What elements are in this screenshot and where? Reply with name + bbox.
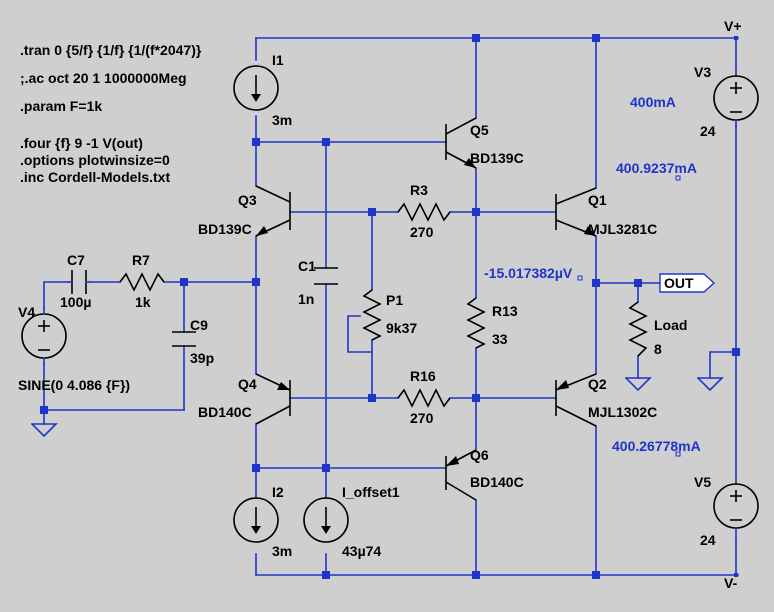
i2-value: 3m <box>272 543 292 559</box>
transistor-q3[interactable] <box>255 185 291 237</box>
c7-value: 100µ <box>60 294 91 310</box>
q2-current-readout: 400.26778mA <box>612 438 701 454</box>
directive-param: .param F=1k <box>20 98 102 114</box>
svg-text:OUT: OUT <box>664 275 694 291</box>
r3-label: R3 <box>410 182 428 198</box>
resistor-r16[interactable] <box>397 388 451 408</box>
current-probe-marker <box>675 175 681 181</box>
c9-label: C9 <box>190 317 208 333</box>
q1-current-readout: 400.9237mA <box>616 160 697 176</box>
current-source-i1[interactable] <box>233 65 279 111</box>
resistor-load[interactable] <box>628 301 648 357</box>
q5-label: Q5 <box>470 122 489 138</box>
q5-model: BD139C <box>470 150 524 166</box>
v4-label: V4 <box>18 304 35 320</box>
current-source-i2[interactable] <box>233 497 279 543</box>
r3-value: 270 <box>410 224 434 240</box>
capacitor-c7[interactable] <box>67 270 91 294</box>
current-source-i-offset1[interactable] <box>303 497 349 543</box>
capacitor-c1[interactable] <box>314 267 338 285</box>
c9-value: 39p <box>190 350 214 366</box>
resistor-r7[interactable] <box>119 272 165 292</box>
directive-include: .inc Cordell-Models.txt <box>20 169 170 185</box>
vplus-label: V+ <box>724 18 742 34</box>
q3-label: Q3 <box>238 192 257 208</box>
out-net-flag[interactable]: OUT <box>659 273 716 293</box>
transistor-q2[interactable] <box>555 373 597 427</box>
directive-tran: .tran 0 {5/f} {1/f} {1/(f*2047)} <box>20 42 202 58</box>
transistor-q4[interactable] <box>255 373 291 425</box>
q1-model: MJL3281C <box>588 221 657 237</box>
load-value: 8 <box>654 341 662 357</box>
junctions <box>40 34 740 579</box>
capacitor-c9[interactable] <box>172 331 196 347</box>
vminus-label: V- <box>724 575 738 591</box>
i1-label: I1 <box>272 52 284 68</box>
r16-value: 270 <box>410 410 434 426</box>
voltage-source-v3[interactable] <box>713 69 759 127</box>
ground-icon <box>30 422 58 438</box>
i-offset1-label: I_offset1 <box>342 484 400 500</box>
transistor-q6[interactable] <box>445 449 477 501</box>
q2-label: Q2 <box>588 376 607 392</box>
v3-label: V3 <box>694 64 711 80</box>
r7-label: R7 <box>132 252 150 268</box>
q1-label: Q1 <box>588 192 607 208</box>
q2-model: MJL1302C <box>588 404 657 420</box>
i2-label: I2 <box>272 484 284 500</box>
transistor-q1[interactable] <box>555 187 597 237</box>
q4-model: BD140C <box>198 404 252 420</box>
load-label: Load <box>654 317 687 333</box>
resistor-r13[interactable] <box>466 297 486 349</box>
out-voltage-readout: -15.017382µV <box>484 265 573 281</box>
q3-model: BD139C <box>198 221 252 237</box>
v3-value: 24 <box>700 123 716 139</box>
transistor-q5[interactable] <box>445 117 477 169</box>
wires <box>43 37 739 576</box>
c1-label: C1 <box>298 258 316 274</box>
c1-value: 1n <box>298 291 314 307</box>
potentiometer-p1[interactable] <box>362 289 382 341</box>
v5-label: V5 <box>694 474 711 490</box>
q4-label: Q4 <box>238 376 257 392</box>
r7-value: 1k <box>135 294 151 310</box>
voltage-probe-marker <box>577 275 583 281</box>
voltage-source-v5[interactable] <box>713 483 759 541</box>
i1-value: 3m <box>272 112 292 128</box>
i-offset1-value: 43µ74 <box>342 543 381 559</box>
v3-current-readout: 400mA <box>630 94 676 110</box>
directive-options: .options plotwinsize=0 <box>20 152 170 168</box>
r13-label: R13 <box>492 303 518 319</box>
spice-directives: .tran 0 {5/f} {1/f} {1/(f*2047)} ;.ac oc… <box>20 42 202 185</box>
v5-value: 24 <box>700 532 716 548</box>
c7-label: C7 <box>67 252 85 268</box>
directive-four: .four {f} 9 -1 V(out) <box>20 135 143 151</box>
r16-label: R16 <box>410 368 436 384</box>
voltage-source-v4[interactable] <box>21 307 67 365</box>
q6-model: BD140C <box>470 474 524 490</box>
p1-value: 9k37 <box>386 320 417 336</box>
current-probe-marker <box>675 451 681 457</box>
p1-label: P1 <box>386 292 403 308</box>
ground-icon <box>624 376 652 392</box>
v4-value: SINE(0 4.086 {F}) <box>18 377 130 393</box>
r13-value: 33 <box>492 331 508 347</box>
resistor-r3[interactable] <box>397 202 451 222</box>
q6-label: Q6 <box>470 447 489 463</box>
ground-icon <box>696 376 724 392</box>
directive-ac: ;.ac oct 20 1 1000000Meg <box>20 70 187 86</box>
